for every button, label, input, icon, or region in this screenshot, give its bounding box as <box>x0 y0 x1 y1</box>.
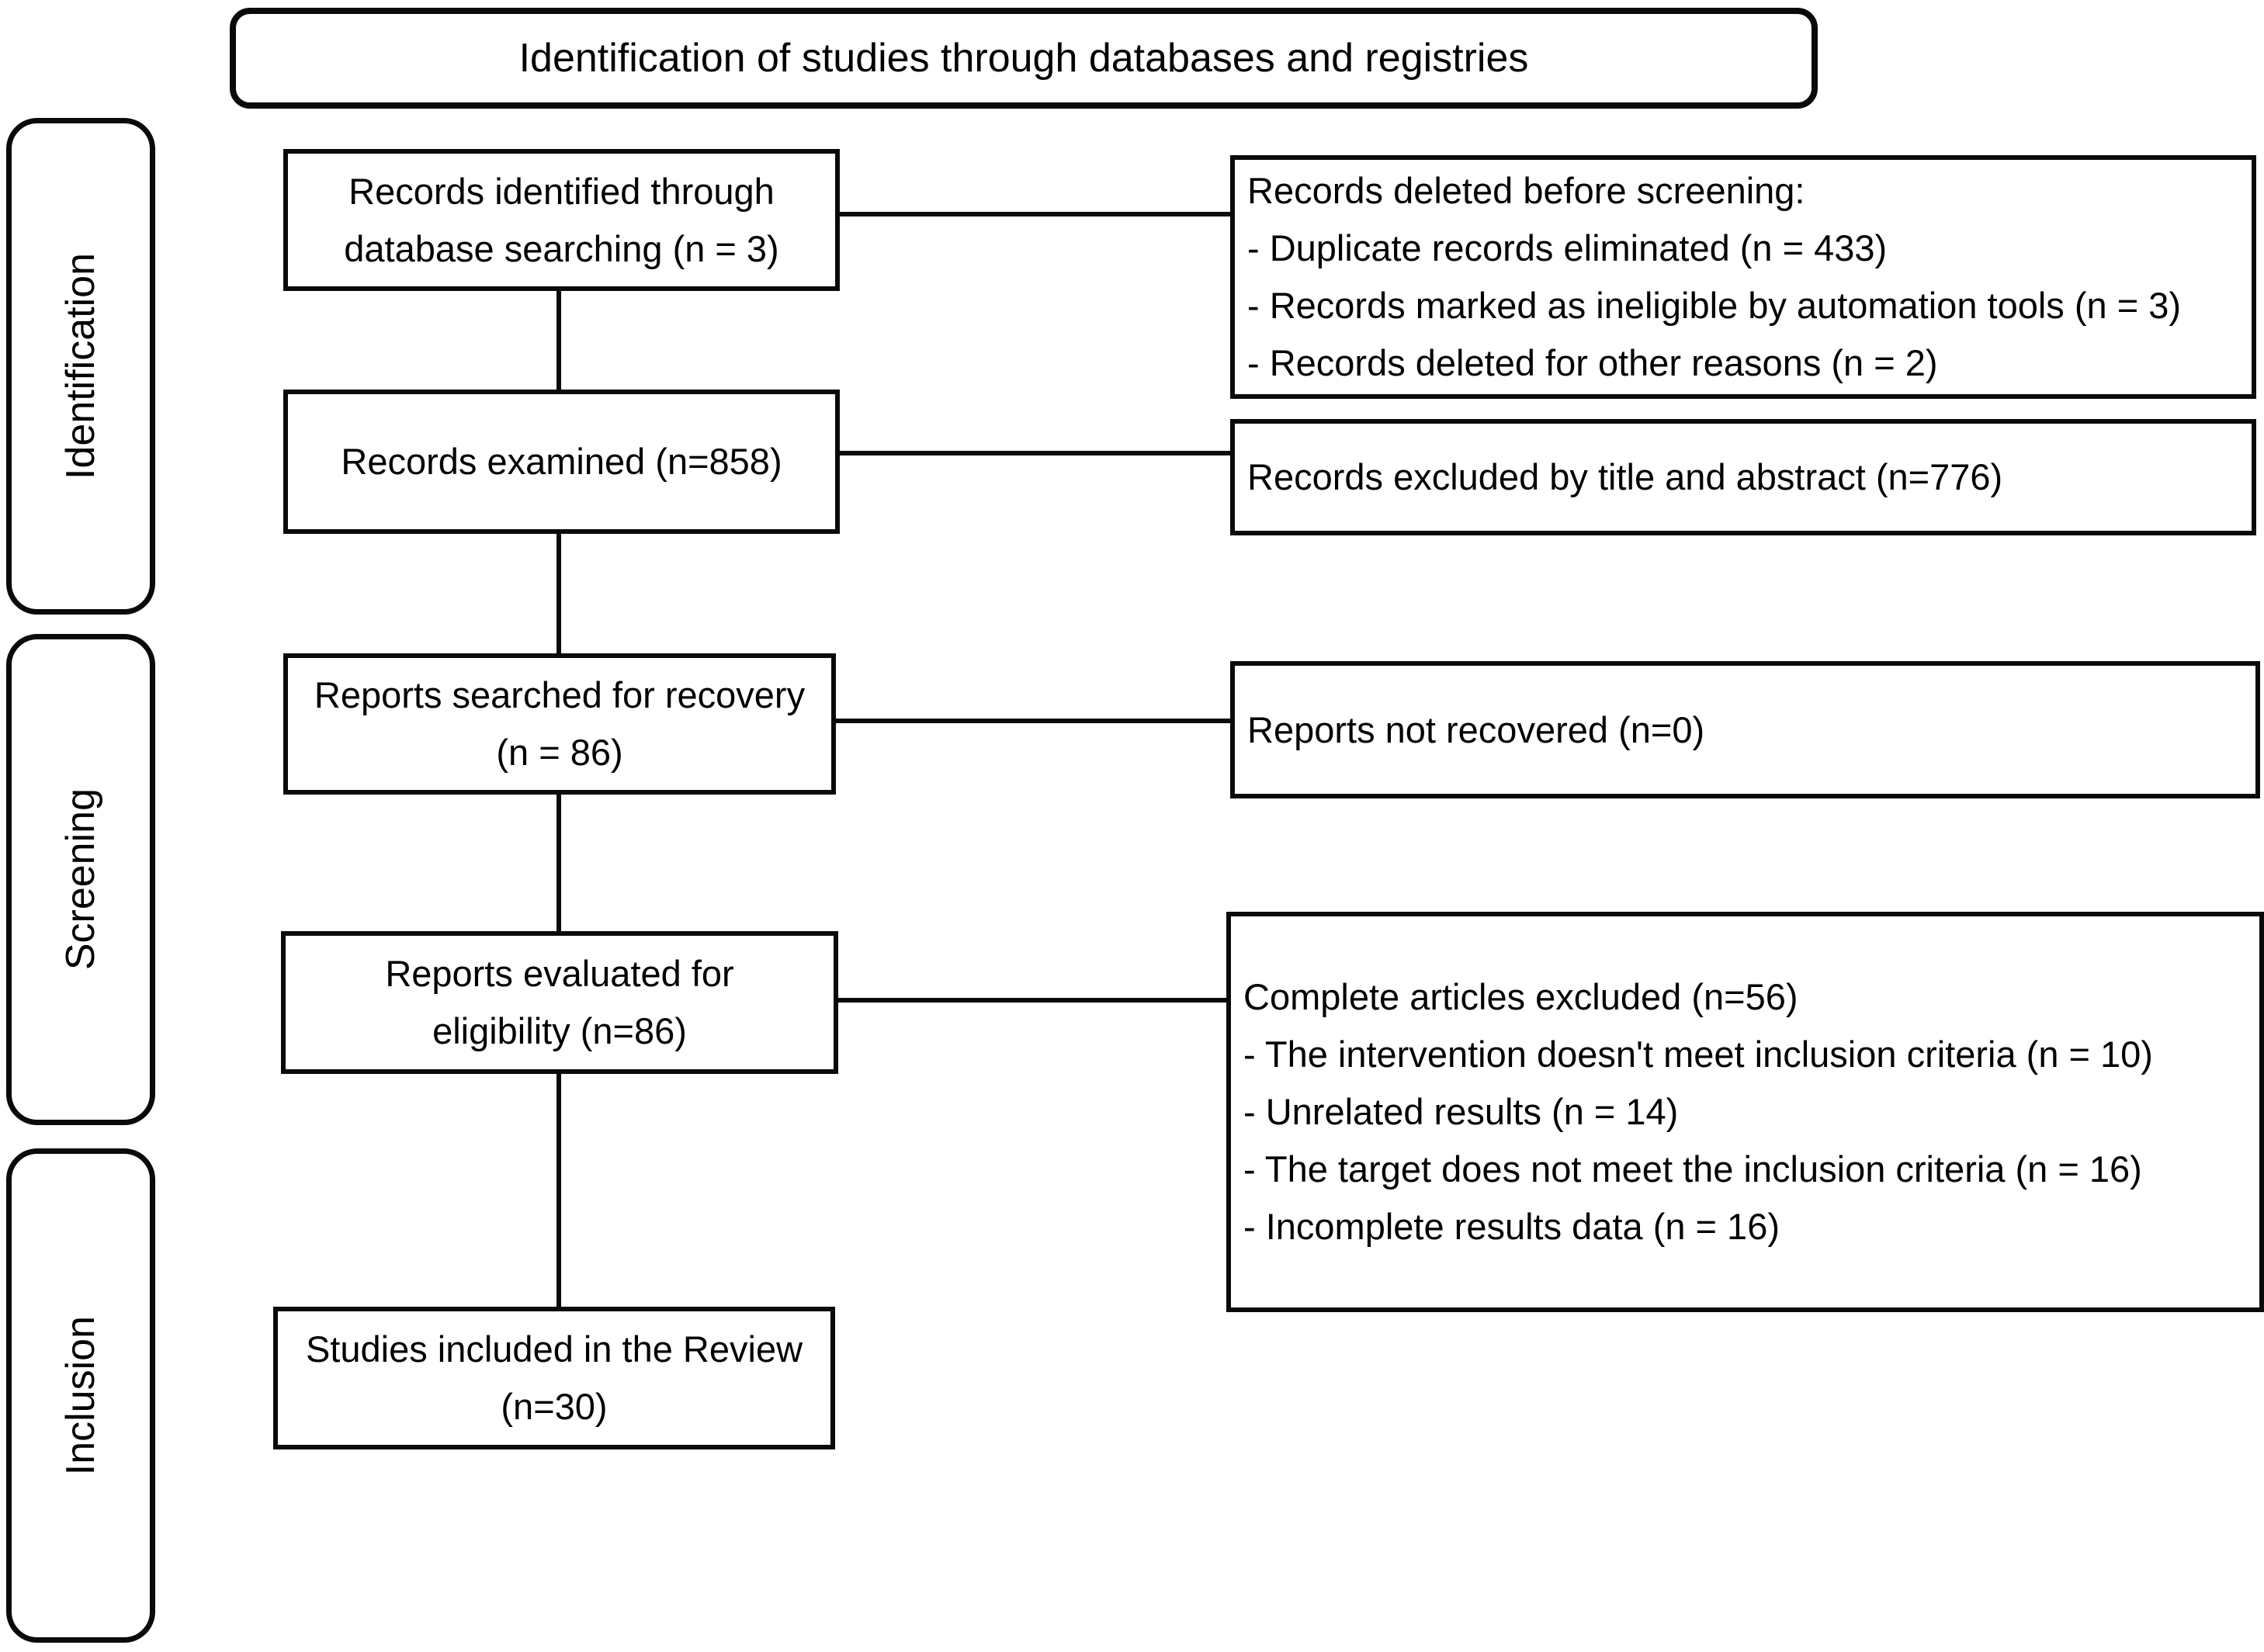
diagram-title: Identification of studies through databa… <box>518 36 1529 81</box>
box-records-excluded: Records excluded by title and abstract (… <box>1230 419 2256 535</box>
stage-screening-label: Screening <box>58 788 103 971</box>
box-reports-not-recovered: Reports not recovered (n=0) <box>1230 661 2260 798</box>
stage-inclusion-label: Inclusion <box>58 1315 103 1476</box>
box-articles-excluded: Complete articles excluded (n=56) - The … <box>1226 912 2264 1312</box>
title-banner: Identification of studies through databa… <box>230 8 1818 109</box>
box-records-deleted-line3: - Records marked as ineligible by automa… <box>1247 285 2181 326</box>
box-records-identified-line2: database searching (n = 3) <box>344 227 779 269</box>
box-records-excluded-line1: Records excluded by title and abstract (… <box>1247 456 2003 497</box>
box-articles-excluded-line1: Complete articles excluded (n=56) <box>1243 976 1798 1017</box>
box-reports-searched: Reports searched for recovery (n = 86) <box>283 653 836 795</box>
box-reports-evaluated-line1: Reports evaluated for <box>385 953 734 994</box>
stage-identification-label: Identification <box>58 253 103 480</box>
box-records-deleted: Records deleted before screening: - Dupl… <box>1230 155 2256 399</box>
box-reports-not-recovered-line1: Reports not recovered (n=0) <box>1247 708 1705 750</box>
stage-inclusion: Inclusion <box>6 1148 155 1643</box>
box-reports-searched-line2: (n = 86) <box>496 732 623 773</box>
box-records-deleted-line2: - Duplicate records eliminated (n = 433) <box>1247 227 1888 268</box>
connector-evaluated-to-included <box>556 1072 561 1308</box>
box-records-identified: Records identified through database sear… <box>283 149 840 291</box>
box-studies-included: Studies included in the Review (n=30) <box>273 1307 835 1449</box>
connector-examined-to-excluded <box>838 451 1232 455</box>
box-studies-included-line1: Studies included in the Review <box>305 1328 803 1370</box>
box-articles-excluded-line2: - The intervention doesn't meet inclusio… <box>1243 1034 2153 1075</box>
box-articles-excluded-line5: - Incomplete results data (n = 16) <box>1243 1206 1780 1247</box>
connector-searched-to-evaluated <box>556 793 561 933</box>
box-records-identified-line1: Records identified through <box>348 170 775 212</box>
box-reports-evaluated-line2: eligibility (n=86) <box>432 1010 687 1051</box>
box-reports-evaluated: Reports evaluated for eligibility (n=86) <box>281 931 838 1074</box>
stage-screening: Screening <box>6 634 155 1125</box>
connector-evaluated-to-articlesexcluded <box>837 998 1228 1003</box>
box-records-examined: Records examined (n=858) <box>283 390 840 534</box>
box-studies-included-line2: (n=30) <box>501 1386 608 1427</box>
box-records-deleted-line4: - Records deleted for other reasons (n =… <box>1247 342 1938 383</box>
connector-examined-to-searched <box>556 532 561 655</box>
connector-identified-to-examined <box>556 289 561 391</box>
box-records-examined-line1: Records examined (n=858) <box>341 441 782 482</box>
connector-searched-to-notrecovered <box>834 719 1232 723</box>
box-records-deleted-line1: Records deleted before screening: <box>1247 170 1805 211</box>
stage-identification: Identification <box>6 118 155 615</box>
box-articles-excluded-line3: - Unrelated results (n = 14) <box>1243 1091 1679 1132</box>
connector-identified-to-deleted <box>838 212 1232 216</box>
box-reports-searched-line1: Reports searched for recovery <box>314 674 806 715</box>
box-articles-excluded-line4: - The target does not meet the inclusion… <box>1243 1148 2142 1190</box>
